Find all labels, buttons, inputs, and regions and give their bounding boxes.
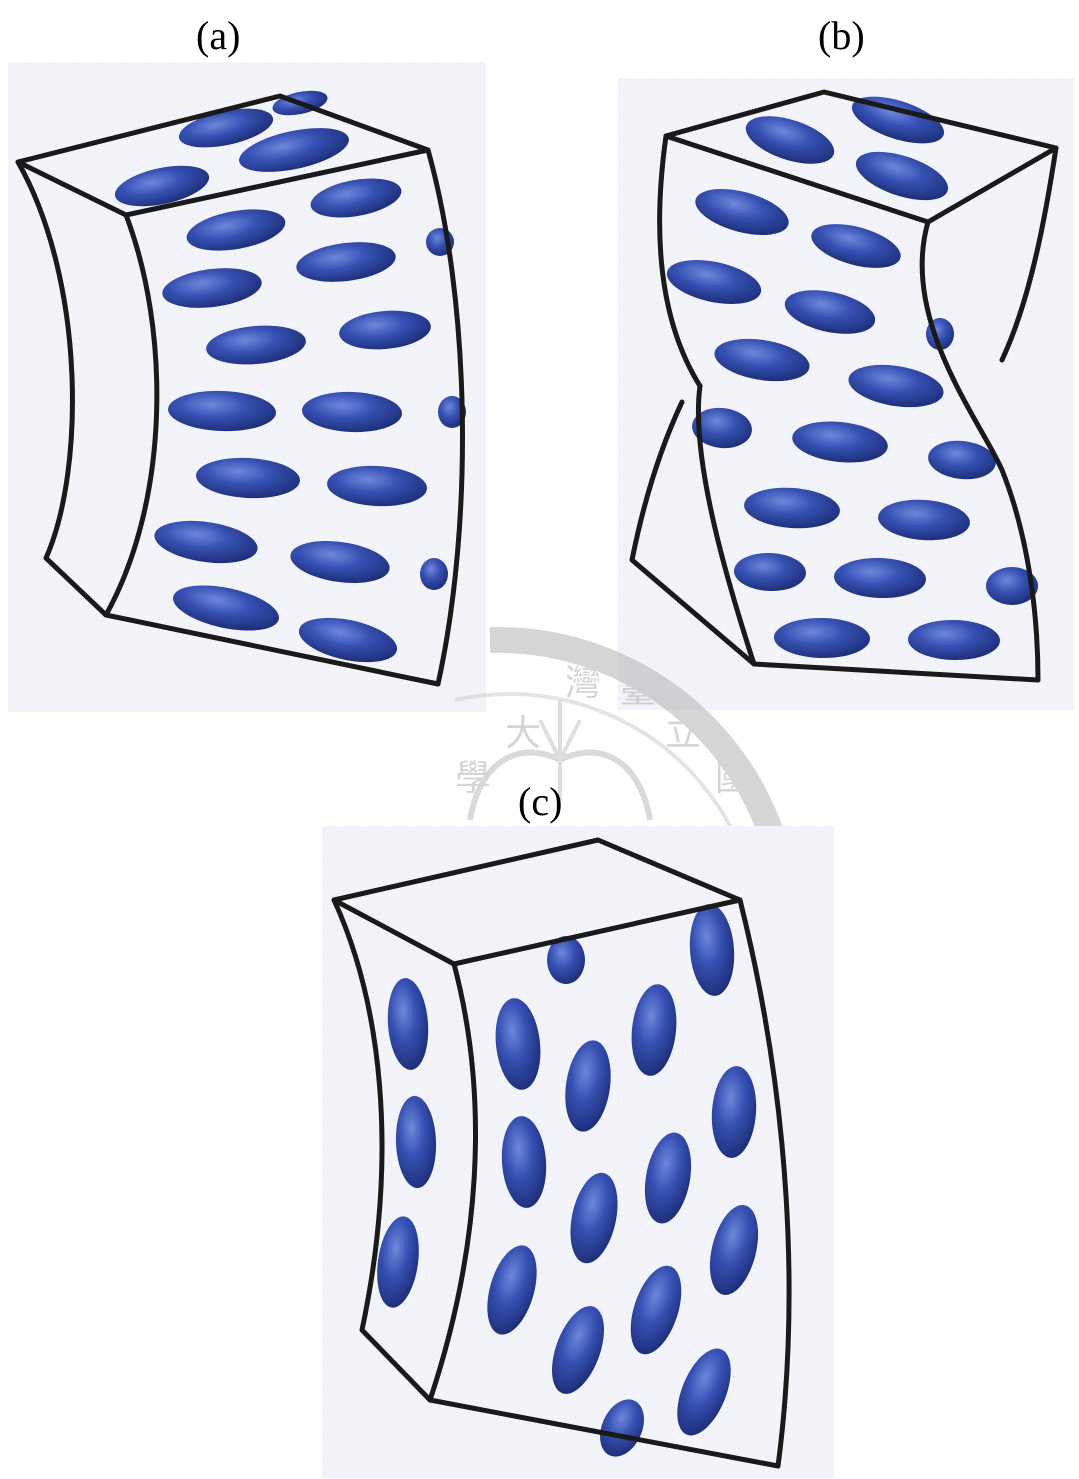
seal-char: 臺 <box>620 670 656 711</box>
panel-label-b: (b) <box>818 16 865 56</box>
panel-label-a: (a) <box>196 16 240 56</box>
seal-char: 大 <box>505 713 541 754</box>
panel-a <box>8 62 486 712</box>
panel-b <box>618 78 1074 710</box>
seal-char: 國 <box>715 758 751 799</box>
seal-char: 灣 <box>565 663 601 704</box>
seal-char: 立 <box>665 713 701 754</box>
lc-molecule <box>420 558 448 590</box>
seal-char: 學 <box>455 758 491 799</box>
panel-c <box>322 826 834 1478</box>
panel-b-background <box>618 78 1074 710</box>
panel-label-c: (c) <box>518 782 562 822</box>
